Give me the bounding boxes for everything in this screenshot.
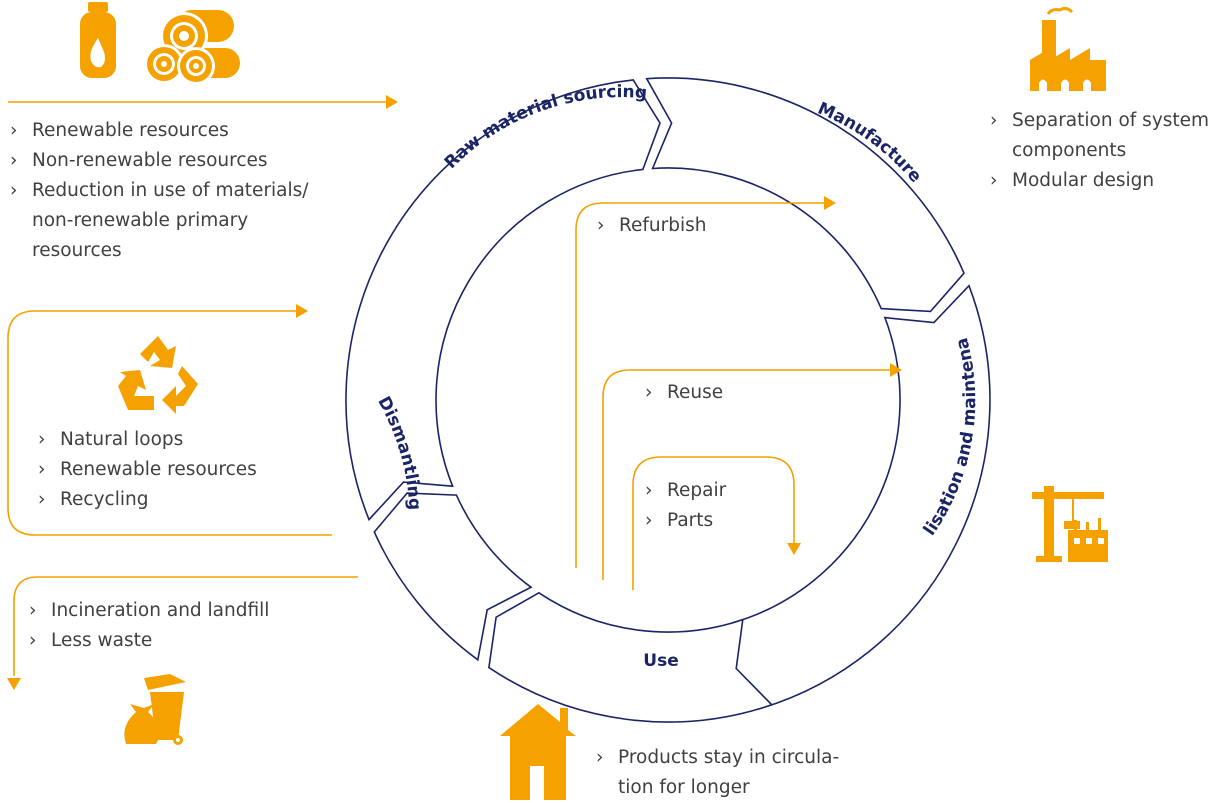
arrowhead (787, 543, 801, 555)
refurbish-loop-label: Refurbish (595, 211, 795, 241)
waste-output-arrow (13, 576, 358, 676)
list-item: Reuse (643, 378, 843, 408)
ring-segment-manufacture (645, 77, 965, 313)
list-item: Products stay in circula-tion for longer (594, 743, 864, 803)
ring-segment-raw-material-sourcing (345, 79, 661, 522)
list-item: Repair (643, 476, 783, 506)
arrowhead (386, 95, 398, 109)
recycle-icon (118, 336, 198, 414)
manufacture-list: Separation of system components Modular … (988, 106, 1224, 196)
ring-segment-dismantling (373, 492, 533, 662)
house-icon (500, 704, 576, 800)
recycling-list: Natural loops Renewable resources Recycl… (36, 425, 326, 515)
list-item: Parts (643, 506, 783, 536)
arrowhead (890, 363, 902, 377)
flow-arrows (7, 101, 892, 676)
timber-logs-icon (144, 10, 240, 85)
ring-segment-use (488, 591, 774, 723)
list-item: Reduction in use of materials/ non-renew… (8, 176, 338, 266)
list-item: Renewable resources (36, 455, 326, 485)
list-item: Modular design (988, 166, 1224, 196)
gas-cylinder-icon (80, 2, 116, 78)
recycling-loop-arrow (7, 310, 332, 536)
list-item: Non-renewable resources (8, 146, 338, 176)
arrowhead (824, 196, 836, 210)
list-item: Incineration and landfill (27, 596, 347, 626)
reuse-loop-arrow (602, 369, 892, 580)
list-item: Separation of system components (988, 106, 1224, 166)
list-item: Refurbish (595, 211, 795, 241)
waste-bin-icon (124, 674, 186, 745)
repair-loop-label: Repair Parts (643, 476, 783, 536)
construction-crane-icon (1032, 486, 1108, 562)
arrowheads (7, 95, 902, 690)
use-list: Products stay in circula-tion for longer (594, 743, 864, 803)
factory-icon (1030, 6, 1106, 91)
repair-loop-arrow (632, 456, 795, 590)
list-item: Renewable resources (8, 116, 338, 146)
lifecycle-ring (345, 77, 991, 723)
segment-label-use: Use (643, 651, 678, 671)
arrowhead (296, 304, 308, 318)
list-item: Recycling (36, 485, 326, 515)
sourcing-list: Renewable resources Non-renewable resour… (8, 116, 338, 266)
arrowhead (7, 678, 21, 690)
refurbish-loop-arrow (575, 202, 826, 568)
list-item: Less waste (27, 626, 347, 656)
reuse-loop-label: Reuse (643, 378, 843, 408)
waste-list: Incineration and landfill Less waste (27, 596, 347, 656)
list-item: Natural loops (36, 425, 326, 455)
